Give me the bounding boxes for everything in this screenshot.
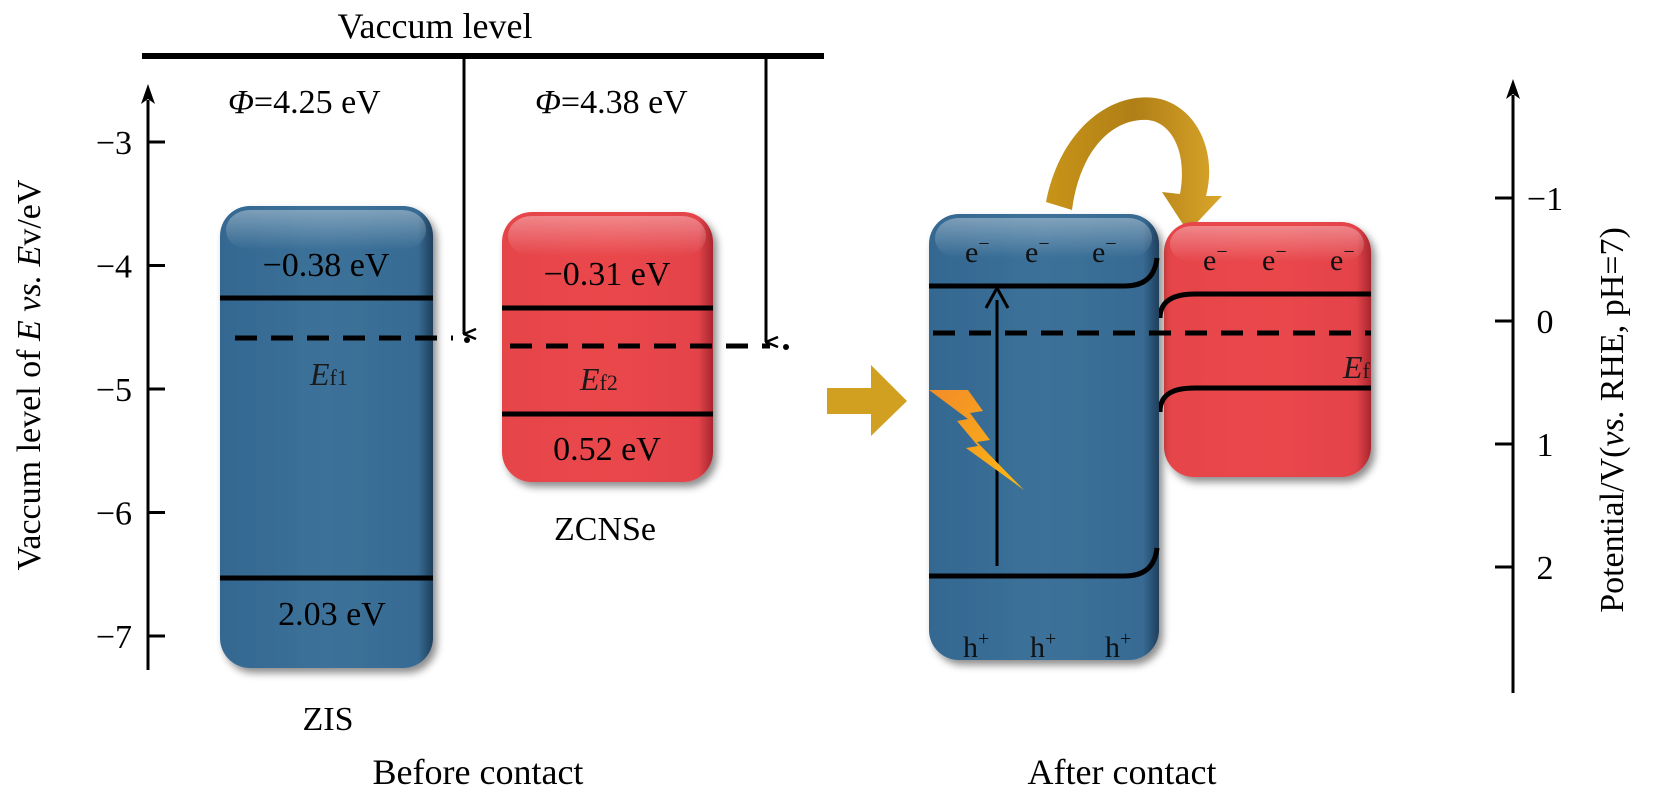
work-function-zis: Φ=4.25 eV	[228, 84, 381, 121]
after-contact-caption: After contact	[1028, 752, 1217, 792]
vacuum-level-label: Vaccum level	[338, 6, 533, 46]
electron-left: e−	[1092, 233, 1117, 269]
after-fermi-label: Ef	[1342, 349, 1371, 385]
left-axis-tick-label: −5	[96, 372, 132, 409]
lightning-icon	[929, 390, 1024, 490]
left-axis-tick-label: −6	[96, 496, 132, 533]
electron-left: e−	[965, 233, 990, 269]
right-axis-tick-label: −1	[1527, 181, 1563, 218]
left-axis-label: Vaccum level of E vs. Ev/eV	[11, 179, 48, 570]
electron-right: e−	[1330, 241, 1355, 277]
zis-valence-band-bent	[929, 547, 1160, 579]
zcnse-cb-label: −0.31 eV	[544, 256, 671, 293]
transition-arrow-icon	[827, 365, 907, 436]
right-axis-tick-label: 0	[1537, 304, 1554, 341]
right-axis-label: Potential/V(vs. RHE, pH=7)	[1594, 227, 1631, 613]
hole: h+	[1030, 628, 1056, 664]
left-axis: −3 −4 −5 −6 −7	[96, 84, 165, 670]
zcnse-fermi-label: Ef2	[579, 361, 618, 397]
excitation-arrow-head-icon	[984, 284, 1010, 309]
right-axis-tick-label: 1	[1537, 427, 1554, 464]
zcnse-vb-label: 0.52 eV	[553, 431, 661, 468]
electron-right: e−	[1262, 241, 1287, 277]
zis-fermi-label: Ef1	[309, 356, 348, 392]
zcnse-valence-band-bent	[1157, 385, 1371, 413]
zcnse-block-after	[1157, 222, 1371, 477]
left-axis-tick-label: −4	[96, 249, 132, 286]
electron-left: e−	[1025, 233, 1050, 269]
zcnse-conduction-band-bent	[1157, 291, 1371, 319]
zis-block-after	[929, 214, 1160, 660]
right-axis: −1 0 1 2	[1495, 79, 1563, 693]
zis-name: ZIS	[303, 701, 354, 738]
before-contact-caption: Before contact	[373, 752, 584, 792]
left-axis-tick-label: −3	[96, 125, 132, 162]
right-axis-tick-label: 2	[1537, 550, 1554, 587]
zis-block	[220, 206, 470, 668]
left-axis-tick-label: −7	[96, 619, 132, 656]
zcnse-name: ZCNSe	[554, 511, 656, 548]
hole: h+	[963, 628, 989, 664]
zis-vb-label: 2.03 eV	[278, 596, 386, 633]
zis-cb-label: −0.38 eV	[263, 247, 390, 284]
axis-arrow-icon	[141, 84, 155, 104]
axis-arrow-icon	[1506, 79, 1520, 99]
zcnse-block	[502, 212, 789, 482]
electron-transfer-arrow-icon	[1046, 97, 1222, 233]
zis-conduction-band-bent	[929, 257, 1160, 289]
electron-right: e−	[1203, 241, 1228, 277]
hole: h+	[1105, 628, 1131, 664]
work-function-zcnse: Φ=4.38 eV	[535, 84, 688, 121]
